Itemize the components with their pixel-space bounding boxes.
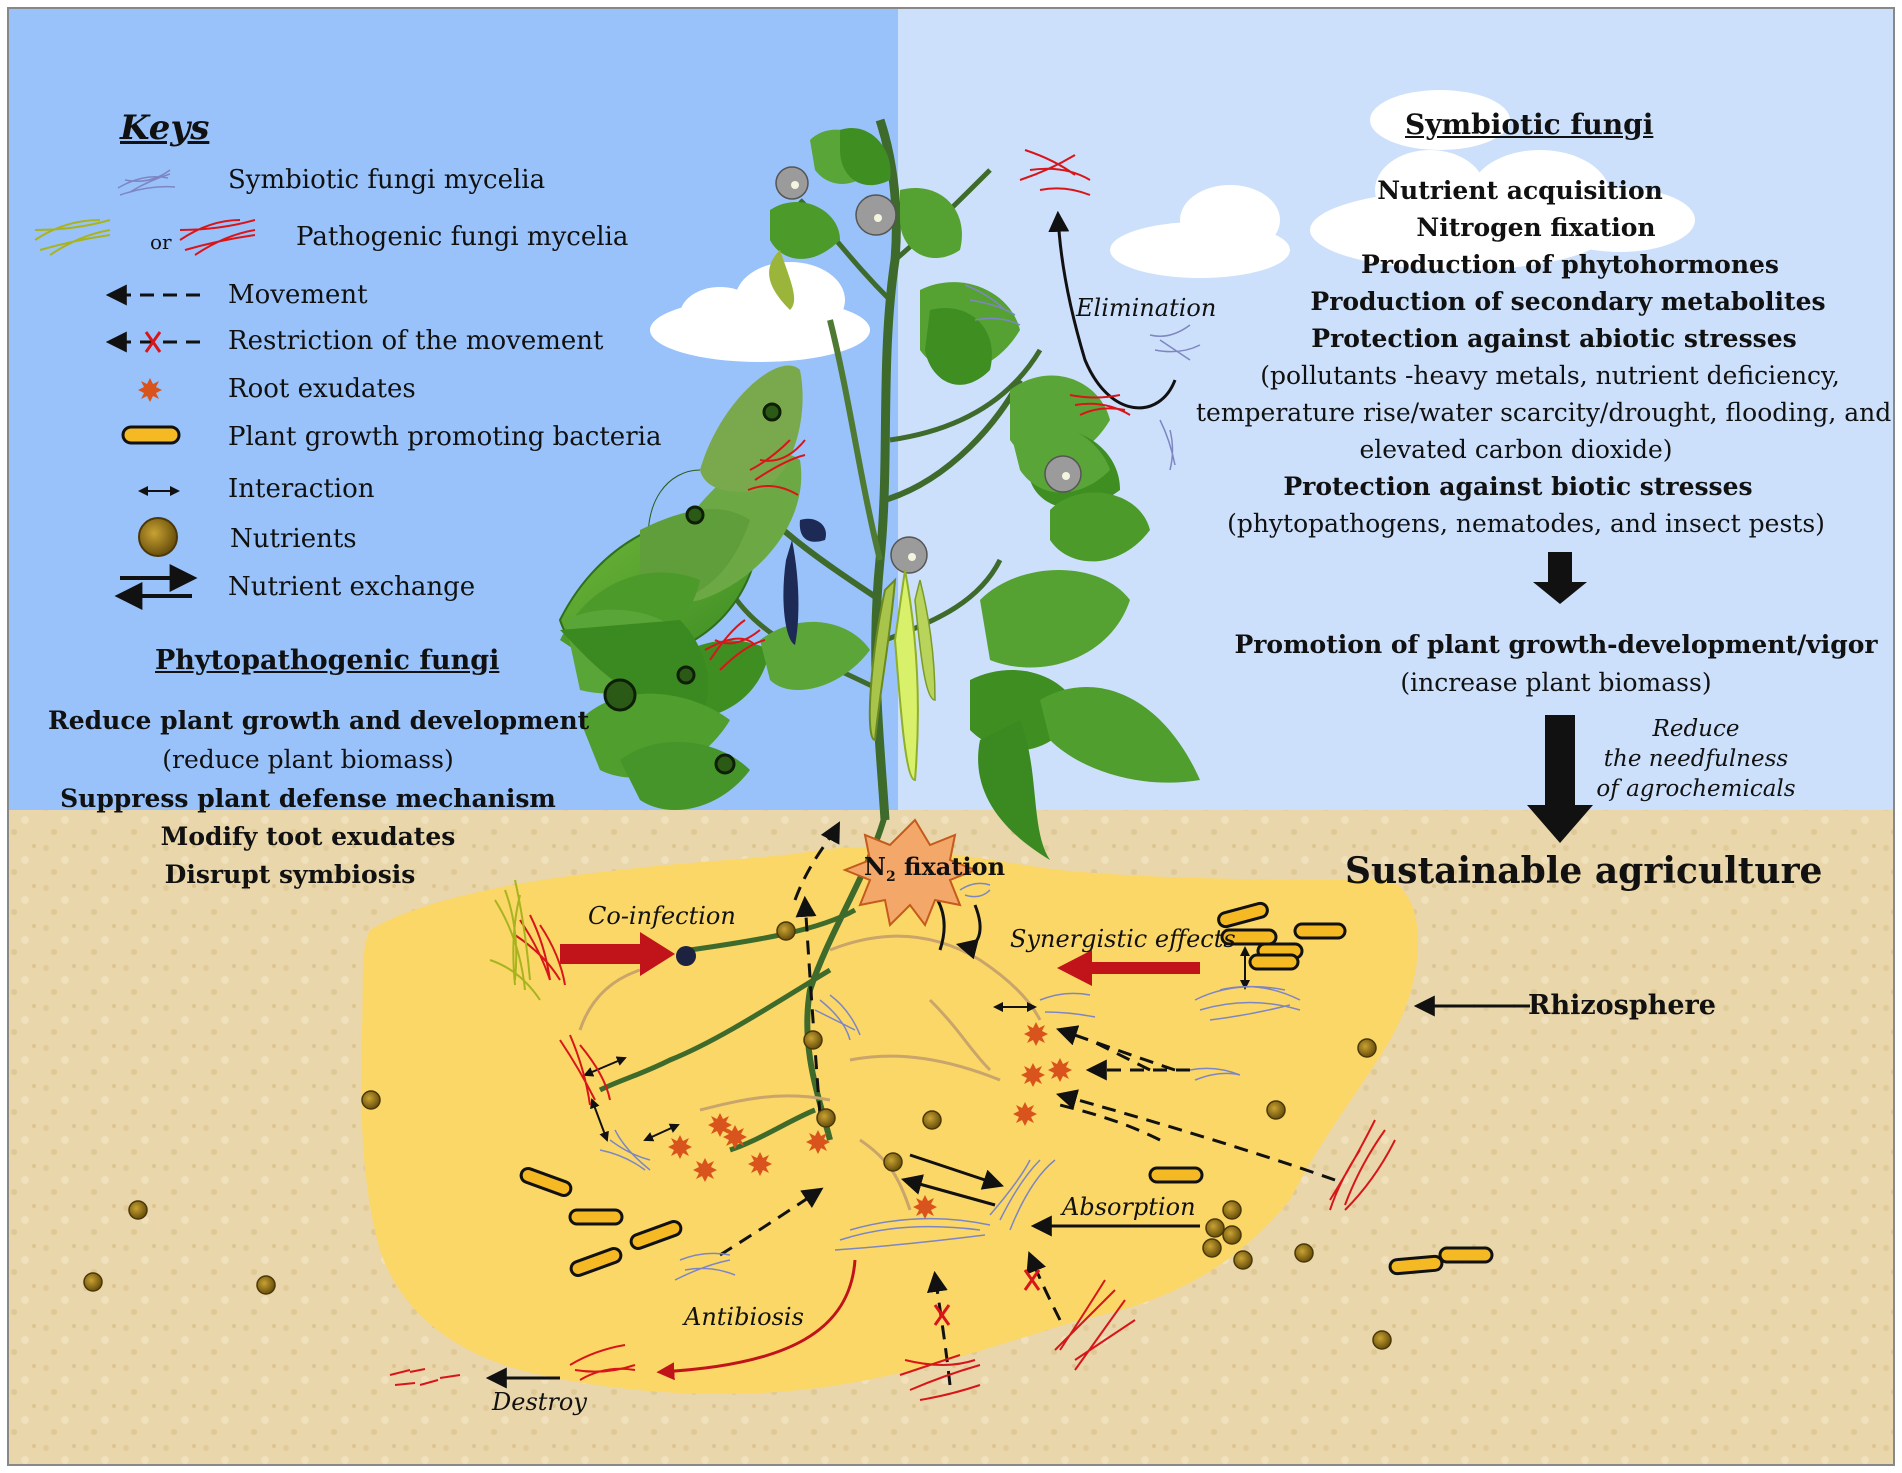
- red-arrows: [560, 932, 1200, 1381]
- key-or-label: or: [150, 230, 172, 254]
- restriction-key-icon: [105, 331, 200, 353]
- symb-line-6: (pollutants -heavy metals, nutrient defi…: [1260, 361, 1840, 390]
- plant: [558, 118, 1200, 860]
- phyto-line-5: Disrupt symbiosis: [164, 860, 416, 889]
- phyto-line-2: (reduce plant biomass): [162, 745, 454, 774]
- bacteria: [519, 901, 1494, 1277]
- n2-n: N: [864, 852, 886, 881]
- label-rhizosphere: Rhizosphere: [1528, 990, 1716, 1021]
- sustainable-agriculture: Sustainable agriculture: [1345, 850, 1823, 892]
- symb-line-9: Protection against biotic stresses: [1283, 472, 1753, 501]
- n2-sub: 2: [885, 868, 896, 885]
- key-exchange-label: Nutrient exchange: [228, 572, 476, 602]
- symb-promotion: Promotion of plant growth-development/vi…: [1234, 630, 1878, 659]
- symb-line-7: temperature rise/water scarcity/drought,…: [1196, 398, 1892, 427]
- symb-line-2: Nitrogen fixation: [1416, 213, 1656, 242]
- key-symbiotic-label: Symbiotic fungi mycelia: [228, 165, 546, 195]
- clouds: [650, 90, 1695, 362]
- exchange-key-icon: [114, 564, 198, 610]
- bacteria-key-icon: [121, 425, 181, 445]
- pathogen-near-elimination: [1069, 394, 1131, 416]
- label-synergistic: Synergistic effects: [1010, 925, 1236, 953]
- symb-promotion-sub: (increase plant biomass): [1400, 668, 1712, 697]
- elimination-arrow: [1048, 210, 1177, 410]
- phyto-line-4: Modify toot exudates: [160, 822, 456, 851]
- soil-pathogen-red: [389, 914, 1396, 1401]
- n2-rest: fixation: [895, 852, 1006, 881]
- soil-symbiotic-mycelia: [599, 882, 1301, 1281]
- movement-arrows: [719, 821, 1336, 1386]
- label-coinfection: Co-infection: [588, 902, 736, 930]
- symbiotic-mycelia-icon: [117, 169, 176, 196]
- keys-title: Keys: [120, 108, 210, 148]
- solid-arrows: [485, 888, 1200, 1389]
- key-pathogenic-label: Pathogenic fungi mycelia: [296, 222, 629, 252]
- nutrients: [83, 921, 1392, 1350]
- key-restriction-label: Restriction of the movement: [228, 326, 604, 356]
- symb-line-4: Production of secondary metabolites: [1310, 287, 1826, 316]
- key-exudates-label: Root exudates: [228, 374, 416, 404]
- label-destroy: Destroy: [492, 1388, 587, 1416]
- pathogen-on-leaves: [704, 149, 1091, 671]
- label-elimination: Elimination: [1076, 294, 1217, 322]
- reduce-line-1: Reduce: [1652, 716, 1740, 742]
- label-n2-fixation: N2 fixation: [864, 852, 1005, 885]
- key-interaction-label: Interaction: [228, 474, 375, 504]
- phyto-title: Phytopathogenic fungi: [155, 645, 500, 676]
- symb-line-3: Production of phytohormones: [1361, 250, 1779, 279]
- interaction-arrows: [583, 946, 1250, 1142]
- label-antibiosis: Antibiosis: [684, 1303, 804, 1331]
- key-movement-label: Movement: [228, 280, 368, 310]
- soil-pathogen-yellow: [489, 879, 541, 1001]
- n2-fixation-burst: [842, 818, 978, 928]
- symb-title: Symbiotic fungi: [1405, 108, 1654, 141]
- rhizosphere-zone: [361, 847, 1419, 1394]
- co-infection-spot: [676, 946, 696, 966]
- symbiotic-on-leaves: [964, 284, 1201, 471]
- restriction-marks: [933, 1269, 1041, 1326]
- reduce-line-2: the needfulness: [1603, 746, 1789, 772]
- pathogen-yellow-icon: [34, 219, 111, 256]
- symb-line-5: Protection against abiotic stresses: [1311, 324, 1797, 353]
- nutrient-key-icon: [138, 517, 178, 557]
- key-icons: [34, 169, 256, 610]
- key-bacteria-label: Plant growth promoting bacteria: [228, 422, 662, 452]
- symb-line-8: elevated carbon dioxide): [1359, 435, 1673, 464]
- frame: [7, 7, 1895, 1466]
- root-exudates: [668, 1022, 1072, 1219]
- phyto-line-3: Suppress plant defense mechanism: [60, 784, 556, 813]
- reduce-line-3: of agrochemicals: [1596, 776, 1796, 802]
- pathogen-red-icon: [179, 219, 256, 256]
- phyto-line-1: Reduce plant growth and development: [48, 706, 590, 735]
- exudate-key-icon: [138, 378, 162, 402]
- key-nutrients-label: Nutrients: [230, 524, 357, 554]
- symb-line-10: (phytopathogens, nematodes, and insect p…: [1227, 509, 1825, 538]
- flow-arrows: [1527, 552, 1593, 843]
- label-absorption: Absorption: [1062, 1193, 1196, 1221]
- symb-line-1: Nutrient acquisition: [1377, 176, 1663, 205]
